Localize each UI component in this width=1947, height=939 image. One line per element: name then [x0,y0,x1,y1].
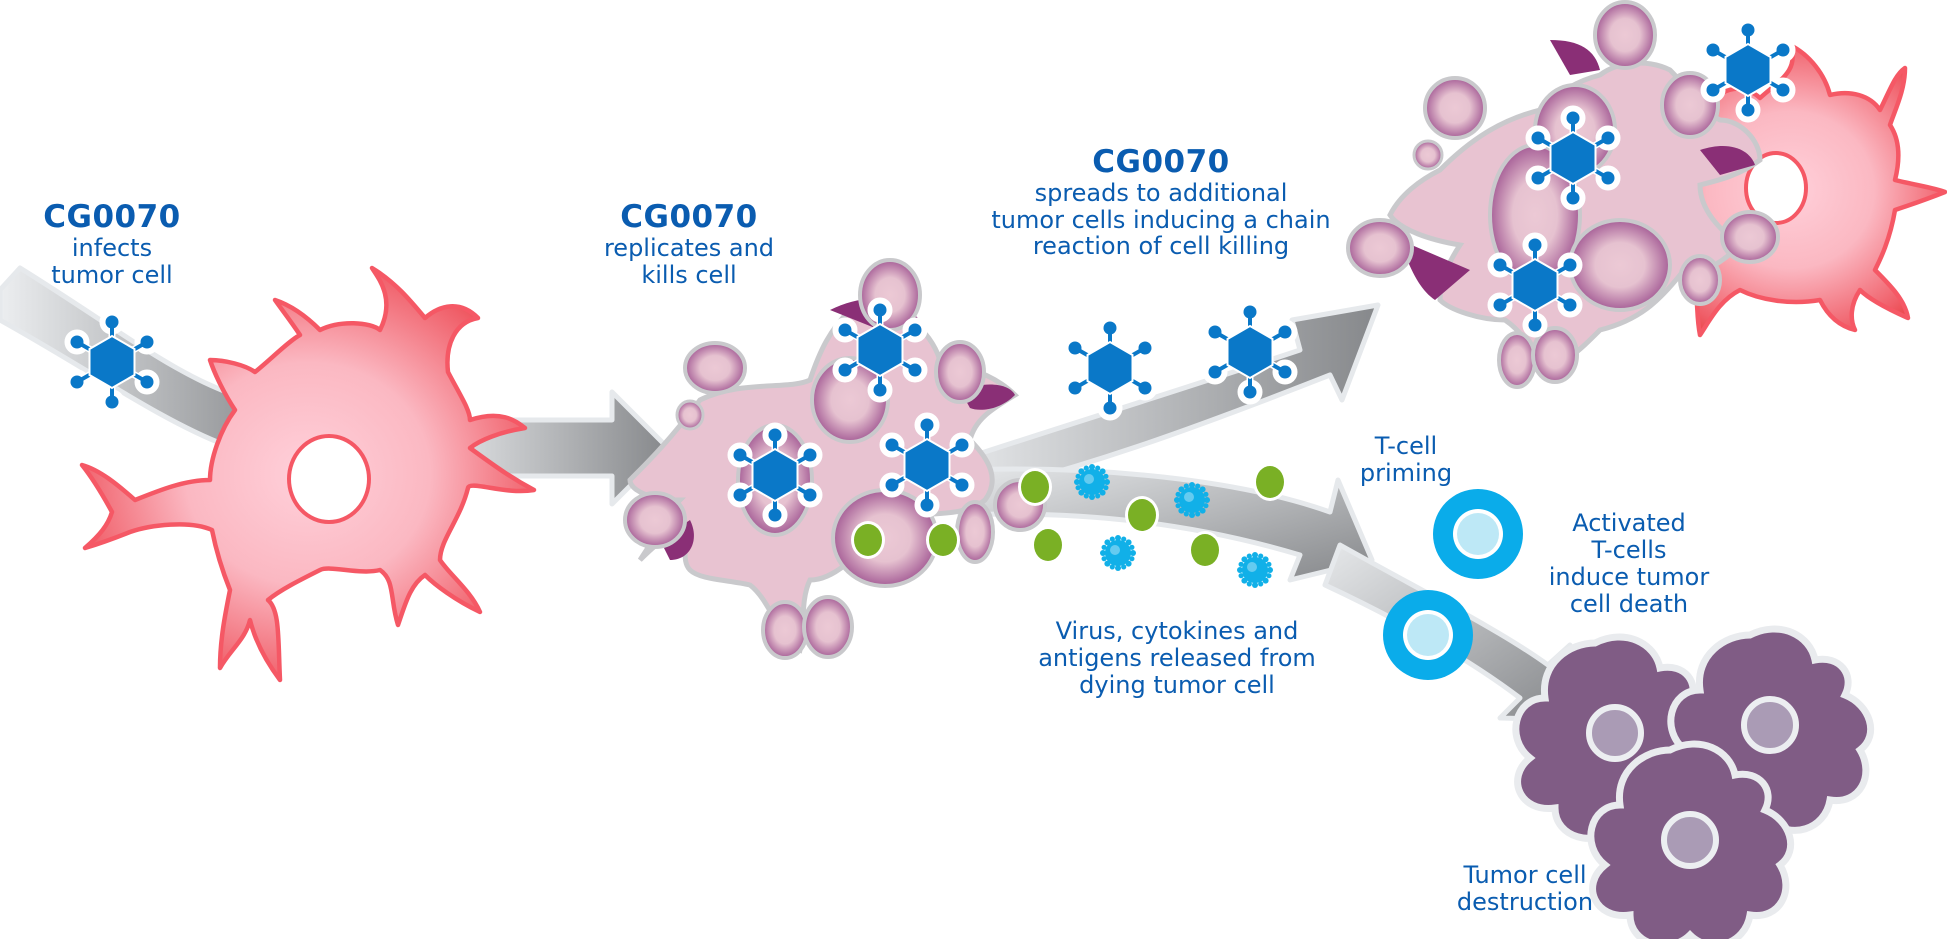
step-title: CG0070 [620,199,758,235]
cytokine-dot-icon [1253,463,1287,501]
cytokine-dot-icon [1188,531,1222,569]
antigen-starburst-icon [1100,535,1136,571]
antigen-starburst-icon [1237,552,1273,588]
step-replicates-label: CG0070 replicates and kills cell [569,200,809,288]
step-infects-label: CG0070 infects tumor cell [12,200,212,288]
activated-t-cells-label: Activated T-cells induce tumor cell deat… [1539,510,1719,618]
release-text-line: dying tumor cell [1079,670,1275,699]
step-text-line: infects [71,233,153,262]
t-cell-priming-label: T-cell priming [1346,433,1466,487]
cytokine-dot-icon [1031,526,1065,564]
step-text-line: tumor cells inducing a chain [991,205,1331,234]
tumor-destruction-label: Tumor cell destruction [1440,862,1610,916]
cytokine-dot-icon [1018,468,1052,506]
release-text-line: antigens released from [1038,643,1316,672]
tumor-cell [79,265,537,683]
release-text-line: Virus, cytokines and [1055,617,1299,645]
priming-text-line: T-cell [1374,432,1438,460]
activated-text-line: cell death [1569,589,1689,618]
antigen-starburst-icon [1074,464,1110,500]
cytokine-dot-icon [1125,496,1159,534]
release-label: Virus, cytokines and antigens released f… [1012,618,1342,699]
t-cell-icon [1433,489,1523,579]
priming-text-line: priming [1359,458,1453,487]
step-text-line: kills cell [641,260,737,289]
cytokine-dot-icon [851,521,885,559]
nucleus [287,434,371,524]
step-text-line: tumor cell [51,260,173,289]
activated-text-line: induce tumor [1548,562,1710,591]
step-spreads-label: CG0070 spreads to additional tumor cells… [956,145,1366,260]
dying-cell-blebs [623,258,1047,660]
step-text-line: spreads to additional [1034,178,1288,207]
step-title: CG0070 [1092,144,1230,180]
t-cell-icon [1383,590,1473,680]
antigen-starburst-icon [1174,482,1210,518]
destruction-text-line: destruction [1456,887,1594,916]
destruction-text-line: Tumor cell [1463,861,1587,889]
step-text-line: replicates and [603,233,775,262]
activated-text-line: T-cells [1591,535,1667,564]
activated-text-line: Activated [1572,509,1686,537]
step-title: CG0070 [43,199,181,235]
cytokine-dot-icon [926,521,960,559]
step-text-line: reaction of cell killing [1032,232,1290,261]
